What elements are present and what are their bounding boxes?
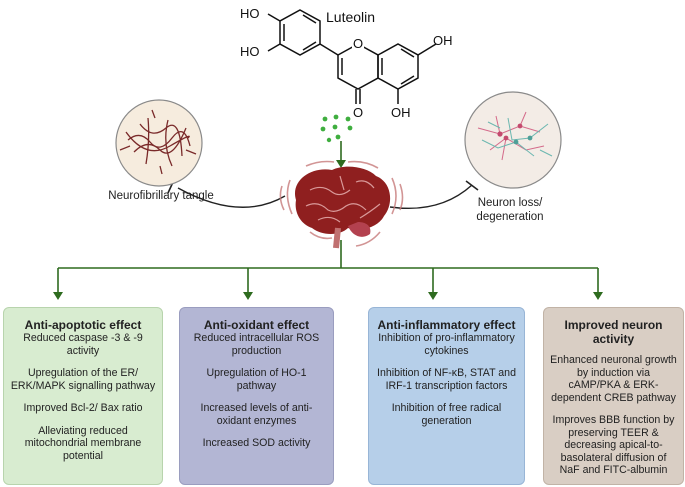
box-item: Improved Bcl-2/ Bax ratio: [23, 402, 143, 414]
box-title: Anti-inflammatory effect: [377, 318, 516, 332]
box-item: Improves BBB function by preserving TEER…: [552, 414, 675, 476]
box-item: Reduced intracellular ROS production: [193, 332, 320, 357]
neurofibrillary-tangle-label: Neurofibrillary tangle: [108, 190, 214, 202]
hydroxyl-label-4: OH: [391, 105, 411, 120]
box-item: Enhanced neuronal growth by induction vi…: [550, 354, 677, 404]
box-item: Alleviating reduced mitochondrial membra…: [24, 424, 142, 462]
box-item: Inhibition of NF-κB, STAT and IRF-1 tran…: [377, 367, 516, 392]
hydroxyl-label-1: HO: [240, 6, 260, 21]
carbonyl-oxygen-label: O: [353, 105, 363, 120]
box-item: Increased levels of anti-oxidant enzymes: [200, 402, 313, 427]
tangle-icon: [119, 109, 197, 175]
hydroxyl-label-2: HO: [240, 44, 260, 59]
hydroxyl-label-3: OH: [433, 33, 453, 48]
box-item: Inhibition of pro-inflammatory cytokines: [378, 332, 515, 357]
luteolin-structure: HO HO OH OH O O Luteolin: [240, 6, 453, 120]
ring-oxygen-label: O: [353, 36, 363, 51]
box-item: Inhibition of free radical generation: [391, 402, 502, 427]
box-title: Anti-apoptotic effect: [24, 318, 142, 332]
box-item: Reduced caspase -3 & -9 activity: [23, 332, 143, 357]
improved-neuron-activity-box: Improved neuron activity Enhanced neuron…: [543, 307, 684, 485]
brain-icon: [279, 160, 404, 249]
box-item: Upregulation of the ER/ ERK/MAPK signall…: [10, 367, 156, 392]
neuron-loss-label: Neuron loss/ degeneration: [476, 197, 544, 223]
anti-inflammatory-box: Anti-inflammatory effect Inhibition of p…: [368, 307, 525, 485]
compound-name: Luteolin: [326, 9, 375, 25]
box-item: Upregulation of HO-1 pathway: [206, 367, 307, 392]
anti-oxidant-box: Anti-oxidant effect Reduced intracellula…: [179, 307, 334, 485]
box-title: Anti-oxidant effect: [203, 318, 310, 332]
tangle-circle: [115, 99, 203, 187]
box-title: Improved neuron activity: [564, 318, 663, 346]
luteolin-dots: [320, 114, 353, 143]
box-item: Increased SOD activity: [202, 437, 311, 449]
neuron-icon: [477, 111, 553, 161]
anti-apoptotic-box: Anti-apoptotic effect Reduced caspase -3…: [3, 307, 163, 485]
